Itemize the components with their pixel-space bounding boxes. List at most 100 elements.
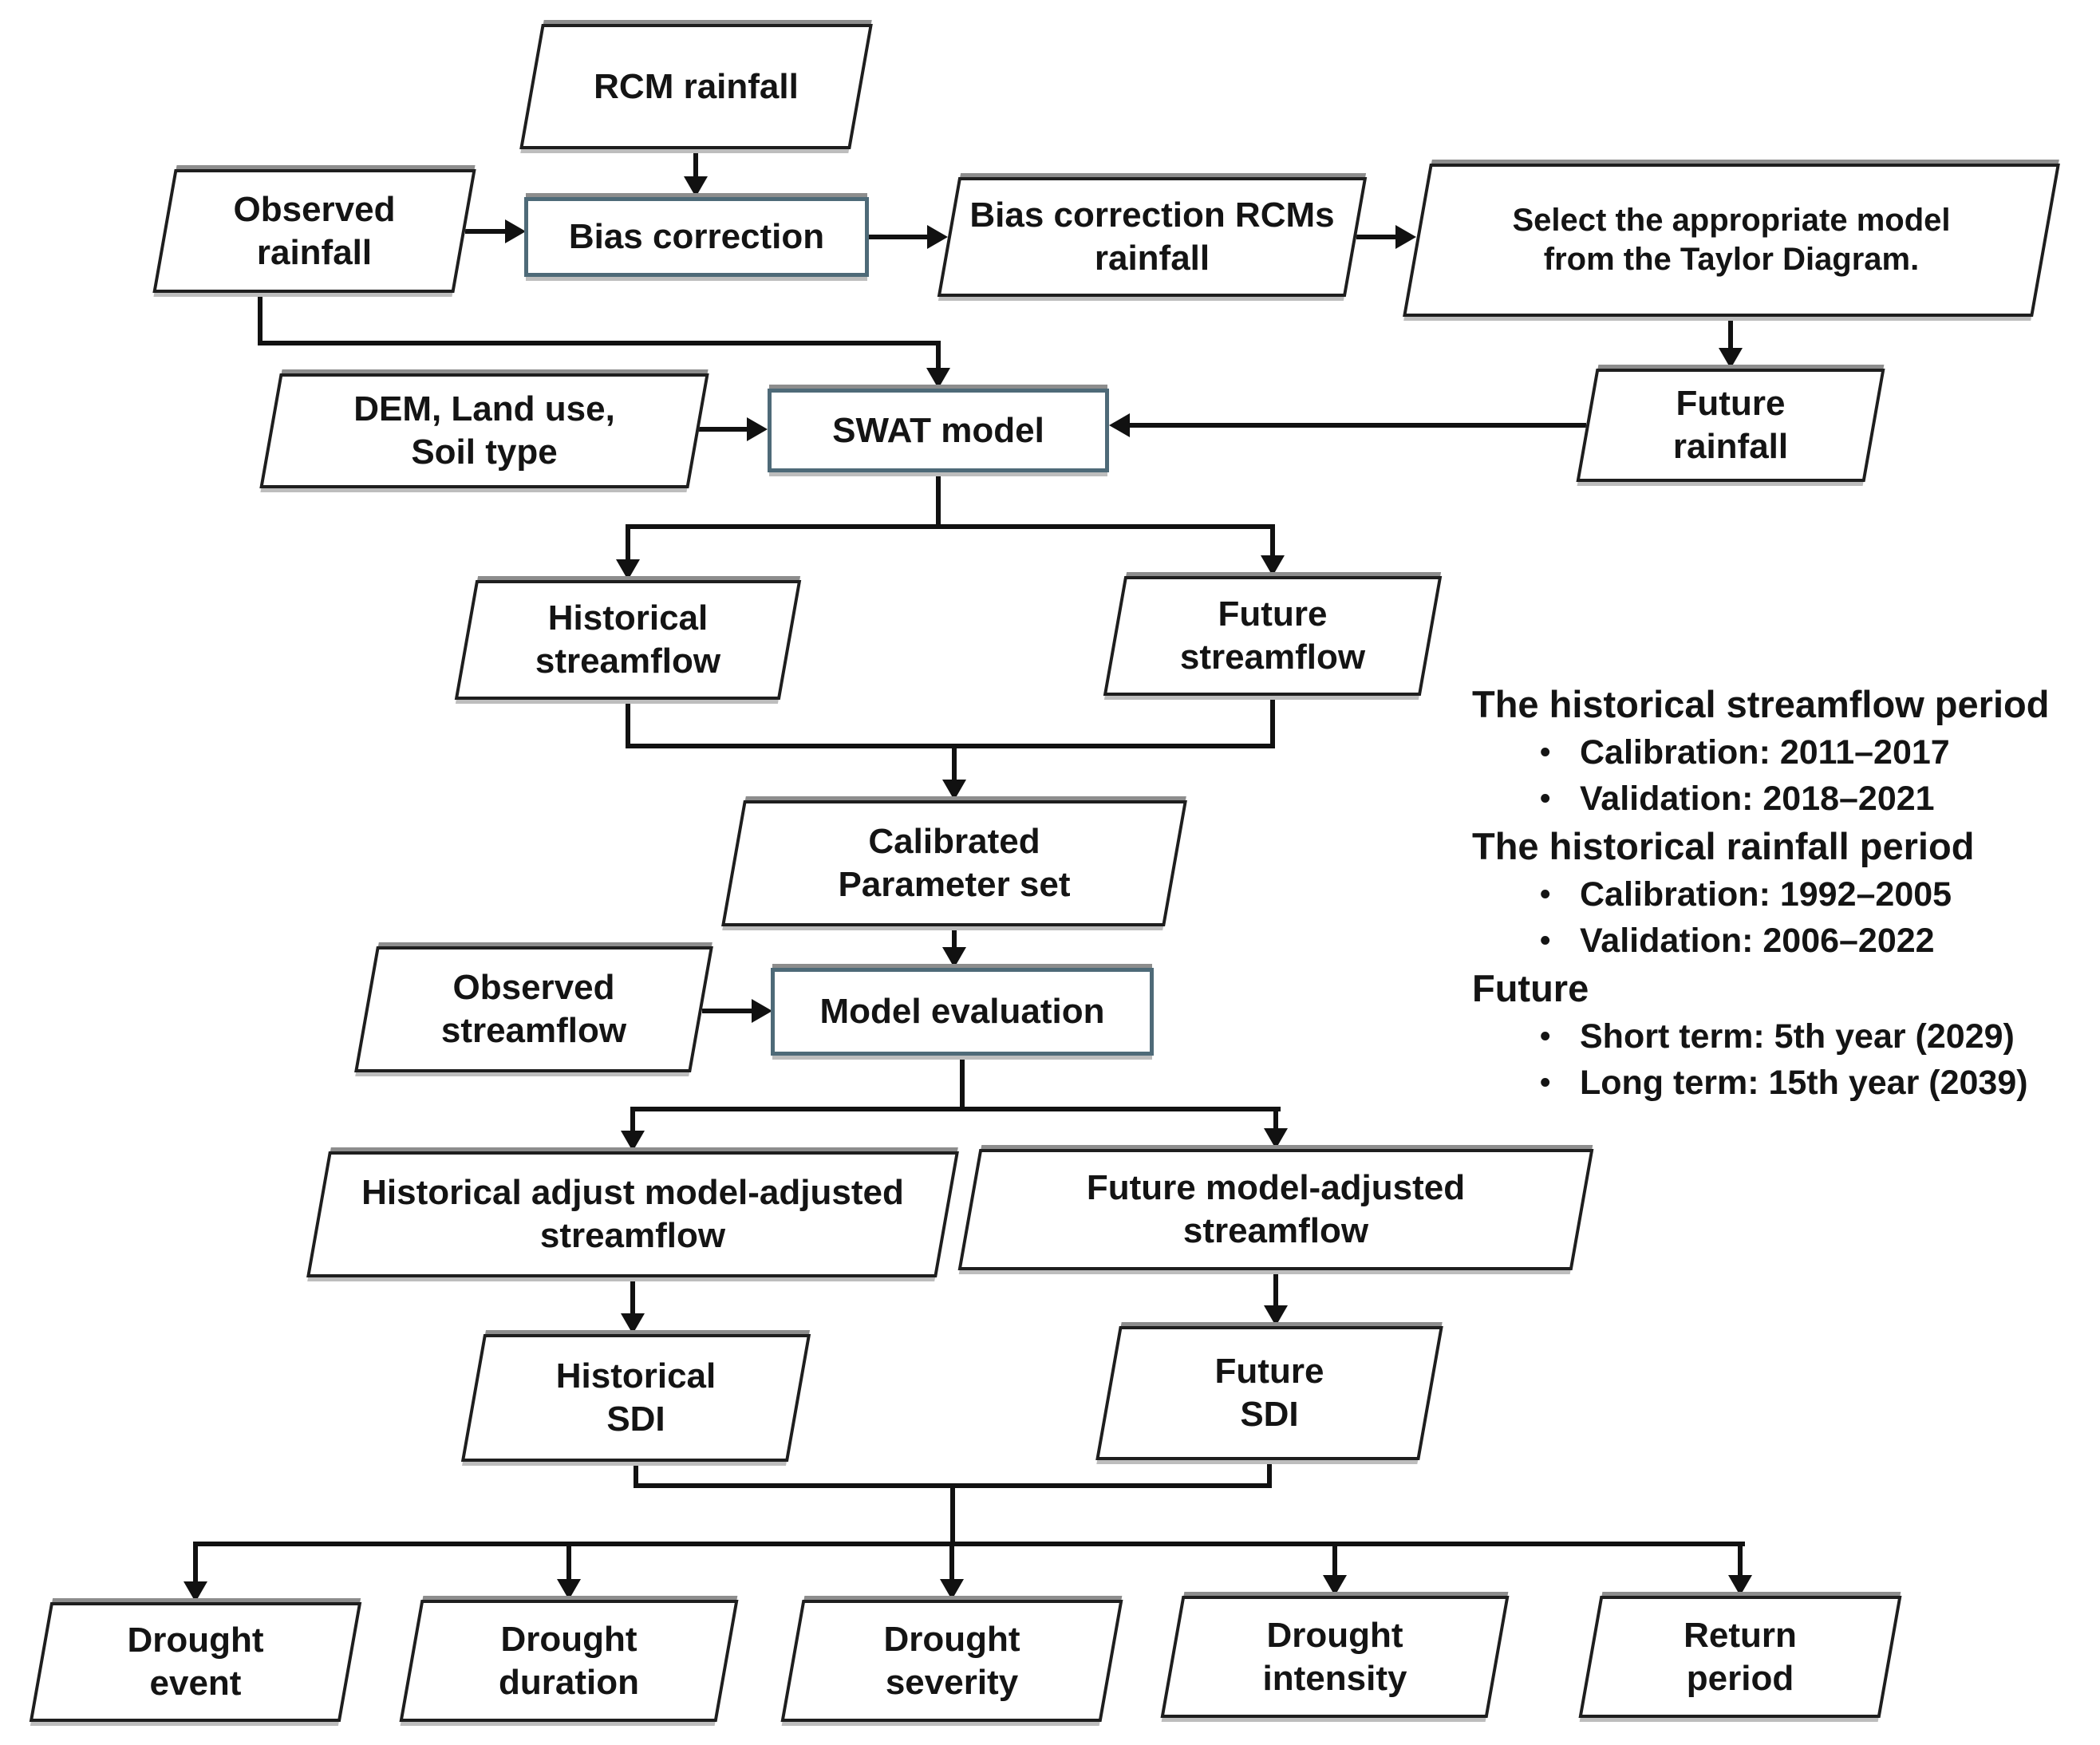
notes-bullet: Calibration: 1992–2005 (1472, 871, 2100, 918)
node-label: Drought event (127, 1621, 264, 1703)
node-model-evaluation: Model evaluation (771, 968, 1154, 1056)
arrowhead-to-drought-duration (557, 1579, 581, 1600)
line-dem-to-swat (699, 427, 747, 432)
arrowhead-to-future-streamflow (1261, 555, 1285, 576)
node-dem-landuse-soil: DEM, Land use, Soil type (259, 373, 709, 488)
line-to-drought-event (193, 1542, 198, 1581)
line-split-to-future-streamflow (1270, 524, 1275, 555)
line-historical-sdi-drop (634, 1462, 638, 1488)
line-future-sdi-drop (1267, 1460, 1272, 1488)
notes-bullet: Long term: 15th year (2039) (1472, 1060, 2100, 1106)
node-label: Observed rainfall (233, 189, 396, 272)
notes-title-streamflow-period: The historical streamflow period (1472, 683, 2050, 725)
node-label: Historical adjust model-adjusted streamf… (361, 1173, 904, 1255)
node-return-period: Return period (1578, 1596, 1902, 1718)
node-label: Return period (1684, 1615, 1797, 1698)
notes-title-future: Future (1472, 967, 1589, 1009)
node-label: Future model-adjusted streamflow (1086, 1168, 1466, 1250)
node-label: Future SDI (1214, 1352, 1324, 1434)
node-label: Drought intensity (1262, 1615, 1407, 1698)
node-future-adjusted-streamflow: Future model-adjusted streamflow (957, 1149, 1594, 1270)
node-label: Future streamflow (1179, 594, 1366, 677)
node-bias-correction: Bias correction (524, 197, 869, 277)
arrowhead-observed-rainfall-to-bias (505, 219, 526, 243)
node-label: Historical SDI (555, 1356, 716, 1439)
node-drought-event: Drought event (29, 1602, 362, 1722)
arrowhead-to-return-period (1728, 1575, 1752, 1596)
node-select-model: Select the appropriate model from the Ta… (1403, 164, 2060, 317)
node-label: RCM rainfall (594, 66, 799, 106)
arrowhead-to-drought-intensity (1323, 1575, 1347, 1596)
node-label: Select the appropriate model from the Ta… (1512, 203, 1951, 277)
line-observed-rainfall-across (258, 341, 941, 345)
node-bias-rcms-rainfall: Bias correction RCMs rainfall (937, 177, 1368, 297)
line-split-to-historical-streamflow (626, 524, 630, 559)
line-sdi-center-drop (950, 1483, 955, 1546)
line-rcms-to-select (1356, 235, 1395, 239)
notes-bullet: Calibration: 2011–2017 (1472, 729, 2100, 776)
node-label: Historical streamflow (535, 598, 721, 681)
node-label: Drought severity (883, 1619, 1020, 1702)
line-join-to-calibrated (952, 744, 957, 780)
line-to-return-period (1738, 1542, 1743, 1575)
arrowhead-observed-rainfall-into-swat (926, 368, 950, 389)
notes-bullet: Short term: 5th year (2029) (1472, 1013, 2100, 1060)
node-label: Calibrated Parameter set (838, 822, 1071, 904)
notes-bullet: Validation: 2006–2022 (1472, 918, 2100, 964)
node-label: Drought duration (499, 1619, 639, 1702)
node-future-streamflow: Future streamflow (1103, 576, 1443, 696)
line-calibrated-to-evaluation (952, 926, 957, 947)
line-rcm-to-bias (693, 149, 698, 178)
line-streamflow-join-bar (626, 744, 1275, 748)
node-future-sdi: Future SDI (1095, 1326, 1443, 1460)
line-evaluation-drop (960, 1056, 965, 1111)
arrowhead-to-drought-event (184, 1581, 207, 1602)
arrowhead-rcm-to-bias (684, 176, 708, 197)
arrowhead-future-rainfall-to-swat (1109, 413, 1130, 437)
arrowhead-to-hist-adjusted (621, 1131, 645, 1151)
arrowhead-to-future-adjusted (1264, 1128, 1288, 1149)
arrowhead-bias-to-rcms (927, 225, 948, 249)
line-evaluation-split-bar (630, 1107, 1281, 1111)
line-split-to-future-adjusted (1273, 1107, 1278, 1128)
node-historical-adjusted-streamflow: Historical adjust model-adjusted streamf… (306, 1151, 959, 1277)
line-future-rainfall-to-swat (1130, 423, 1586, 428)
node-label: Future rainfall (1672, 384, 1789, 466)
node-label: Model evaluation (819, 992, 1105, 1032)
node-drought-duration: Drought duration (399, 1600, 739, 1722)
line-hist-adjusted-to-sdi (630, 1277, 635, 1313)
arrowhead-rcms-to-select (1395, 225, 1416, 249)
node-swat-model: SWAT model (768, 389, 1109, 472)
rectangle-shape (524, 197, 869, 277)
line-distribution-bar (193, 1542, 1745, 1546)
node-calibrated-parameter-set: Calibrated Parameter set (721, 800, 1187, 926)
node-label: Bias correction RCMs rainfall (969, 195, 1335, 278)
rectangle-shape (771, 968, 1154, 1056)
arrowhead-to-calibrated (942, 780, 966, 800)
arrowhead-observed-streamflow-to-evaluation (752, 999, 772, 1023)
line-historical-streamflow-drop (626, 700, 630, 748)
line-split-to-hist-adjusted (630, 1107, 635, 1131)
arrowhead-dem-to-swat (747, 417, 768, 441)
line-select-to-future-rainfall (1728, 317, 1733, 348)
arrowhead-to-historical-streamflow (616, 559, 640, 580)
arrowhead-to-drought-severity (940, 1579, 964, 1600)
notes-bullet: Validation: 2018–2021 (1472, 776, 2100, 822)
arrowhead-future-adjusted-to-sdi (1264, 1305, 1288, 1326)
node-historical-sdi: Historical SDI (460, 1334, 811, 1462)
node-observed-rainfall: Observed rainfall (152, 169, 476, 293)
node-drought-severity: Drought severity (780, 1600, 1123, 1722)
arrowhead-calibrated-to-evaluation (942, 947, 966, 968)
node-rcm-rainfall: RCM rainfall (519, 24, 873, 149)
line-future-streamflow-drop (1270, 696, 1275, 748)
line-to-drought-intensity (1332, 1542, 1337, 1575)
line-swat-split-bar (626, 524, 1275, 529)
line-bias-to-rcms (869, 235, 927, 239)
node-label: SWAT model (832, 410, 1044, 450)
arrowhead-select-to-future-rainfall (1719, 348, 1743, 369)
line-swat-drop (936, 472, 941, 529)
line-observed-rainfall-drop (258, 293, 262, 345)
notes-title-rainfall-period: The historical rainfall period (1472, 825, 1975, 867)
line-observed-rainfall-to-bias (465, 229, 505, 234)
